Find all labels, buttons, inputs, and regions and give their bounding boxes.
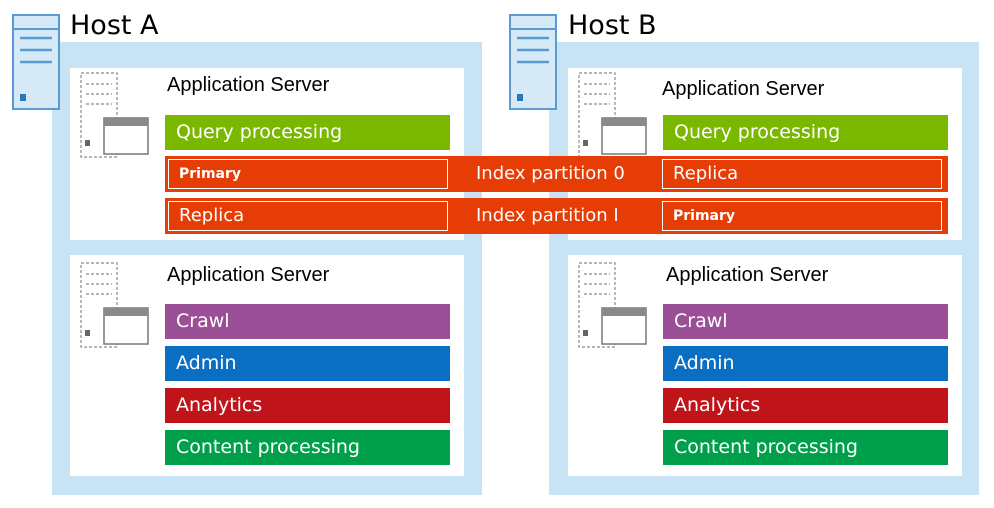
index-partition-0-host-a-cell: Primary <box>168 159 448 189</box>
host-b-content-processing: Content processing <box>663 430 948 465</box>
host-b-app-server-2-title: Application Server <box>666 264 829 286</box>
host-b-app-server-1-title: Application Server <box>662 78 825 100</box>
host-a-admin: Admin <box>165 346 450 381</box>
index-partition-0-host-b-cell: Replica <box>662 159 942 189</box>
index-partition-1-host-b-cell: Primary <box>662 201 942 231</box>
host-b-server-window-icon-1 <box>578 72 648 162</box>
index-partition-1-label: Index partition I <box>476 205 619 226</box>
index-partition-1-host-a-cell: Replica <box>168 201 448 231</box>
host-a-server-tower-icon <box>12 14 60 110</box>
host-b-server-window-icon-2 <box>578 262 648 352</box>
index-partition-1-bar: Replica Index partition I Primary <box>165 198 948 234</box>
host-b-crawl: Crawl <box>663 304 948 339</box>
index-partition-0-bar: Primary Index partition 0 Replica <box>165 156 948 192</box>
host-a-server-window-icon-1 <box>80 72 150 162</box>
host-b-title: Host B <box>568 10 657 41</box>
host-a-analytics: Analytics <box>165 388 450 423</box>
host-b-analytics: Analytics <box>663 388 948 423</box>
host-b-server-tower-icon <box>509 14 557 110</box>
host-a-content-processing: Content processing <box>165 430 450 465</box>
host-a-crawl: Crawl <box>165 304 450 339</box>
host-a-query-processing: Query processing <box>165 115 450 150</box>
host-a-title: Host A <box>70 10 159 41</box>
host-a-server-window-icon-2 <box>80 262 150 352</box>
host-b-admin: Admin <box>663 346 948 381</box>
host-b-query-processing: Query processing <box>663 115 948 150</box>
host-a-app-server-1-title: Application Server <box>167 74 330 96</box>
index-partition-0-label: Index partition 0 <box>476 163 625 184</box>
host-a-app-server-2-title: Application Server <box>167 264 330 286</box>
